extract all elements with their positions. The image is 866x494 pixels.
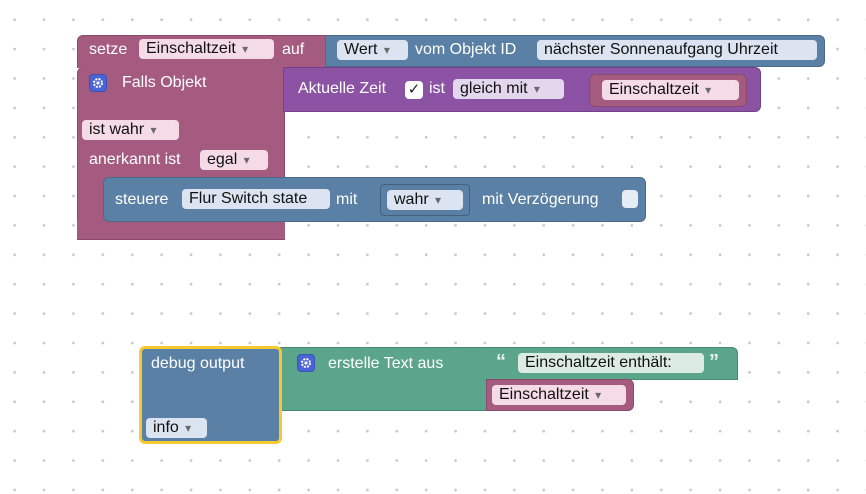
auf-label: auf: [282, 41, 305, 58]
wert-dropdown[interactable]: Wert: [337, 40, 408, 60]
anerkannt-label: anerkannt ist: [89, 151, 181, 168]
debug-output-block[interactable]: [139, 346, 282, 444]
debug-level-dropdown[interactable]: info: [146, 418, 207, 438]
ist-wahr-dropdown[interactable]: ist wahr: [82, 120, 179, 140]
debug-output-label: debug output: [151, 355, 245, 372]
erstelle-text-block-lower: [280, 379, 486, 411]
wahr-dropdown[interactable]: wahr: [387, 190, 463, 210]
steuere-mit-label: mit: [336, 191, 358, 208]
setze-variable-dropdown[interactable]: Einschaltzeit: [139, 39, 274, 59]
falls-objekt-label: Falls Objekt: [122, 74, 207, 91]
open-quote-icon: “: [496, 351, 506, 373]
setze-label: setze: [89, 41, 128, 58]
comparison-dropdown[interactable]: gleich mit: [453, 79, 564, 99]
anerkannt-dropdown[interactable]: egal: [200, 150, 268, 170]
falls-block-footer: [77, 220, 285, 240]
compare-variable-dropdown[interactable]: Einschaltzeit: [602, 80, 739, 100]
aktuelle-zeit-label: Aktuelle Zeit: [298, 80, 387, 97]
vom-objekt-label: vom Objekt ID: [415, 41, 517, 58]
ist-label: ist: [429, 80, 445, 97]
steuere-label: steuere: [115, 191, 169, 208]
delay-label: mit Verzögerung: [482, 191, 599, 208]
objekt-id-field[interactable]: nächster Sonnenaufgang Uhrzeit: [537, 40, 817, 60]
delay-checkbox[interactable]: [622, 190, 638, 208]
text-variable-dropdown[interactable]: Einschaltzeit: [492, 385, 626, 405]
aktuelle-zeit-checkbox[interactable]: ✓: [405, 81, 423, 99]
gear-icon[interactable]: [297, 354, 315, 372]
steuere-target-field[interactable]: Flur Switch state: [182, 189, 330, 209]
erstelle-text-label: erstelle Text aus: [328, 355, 444, 372]
gear-icon[interactable]: [89, 74, 107, 92]
close-quote-icon: ”: [709, 351, 719, 373]
string-value-field[interactable]: Einschaltzeit enthält:: [518, 353, 704, 373]
